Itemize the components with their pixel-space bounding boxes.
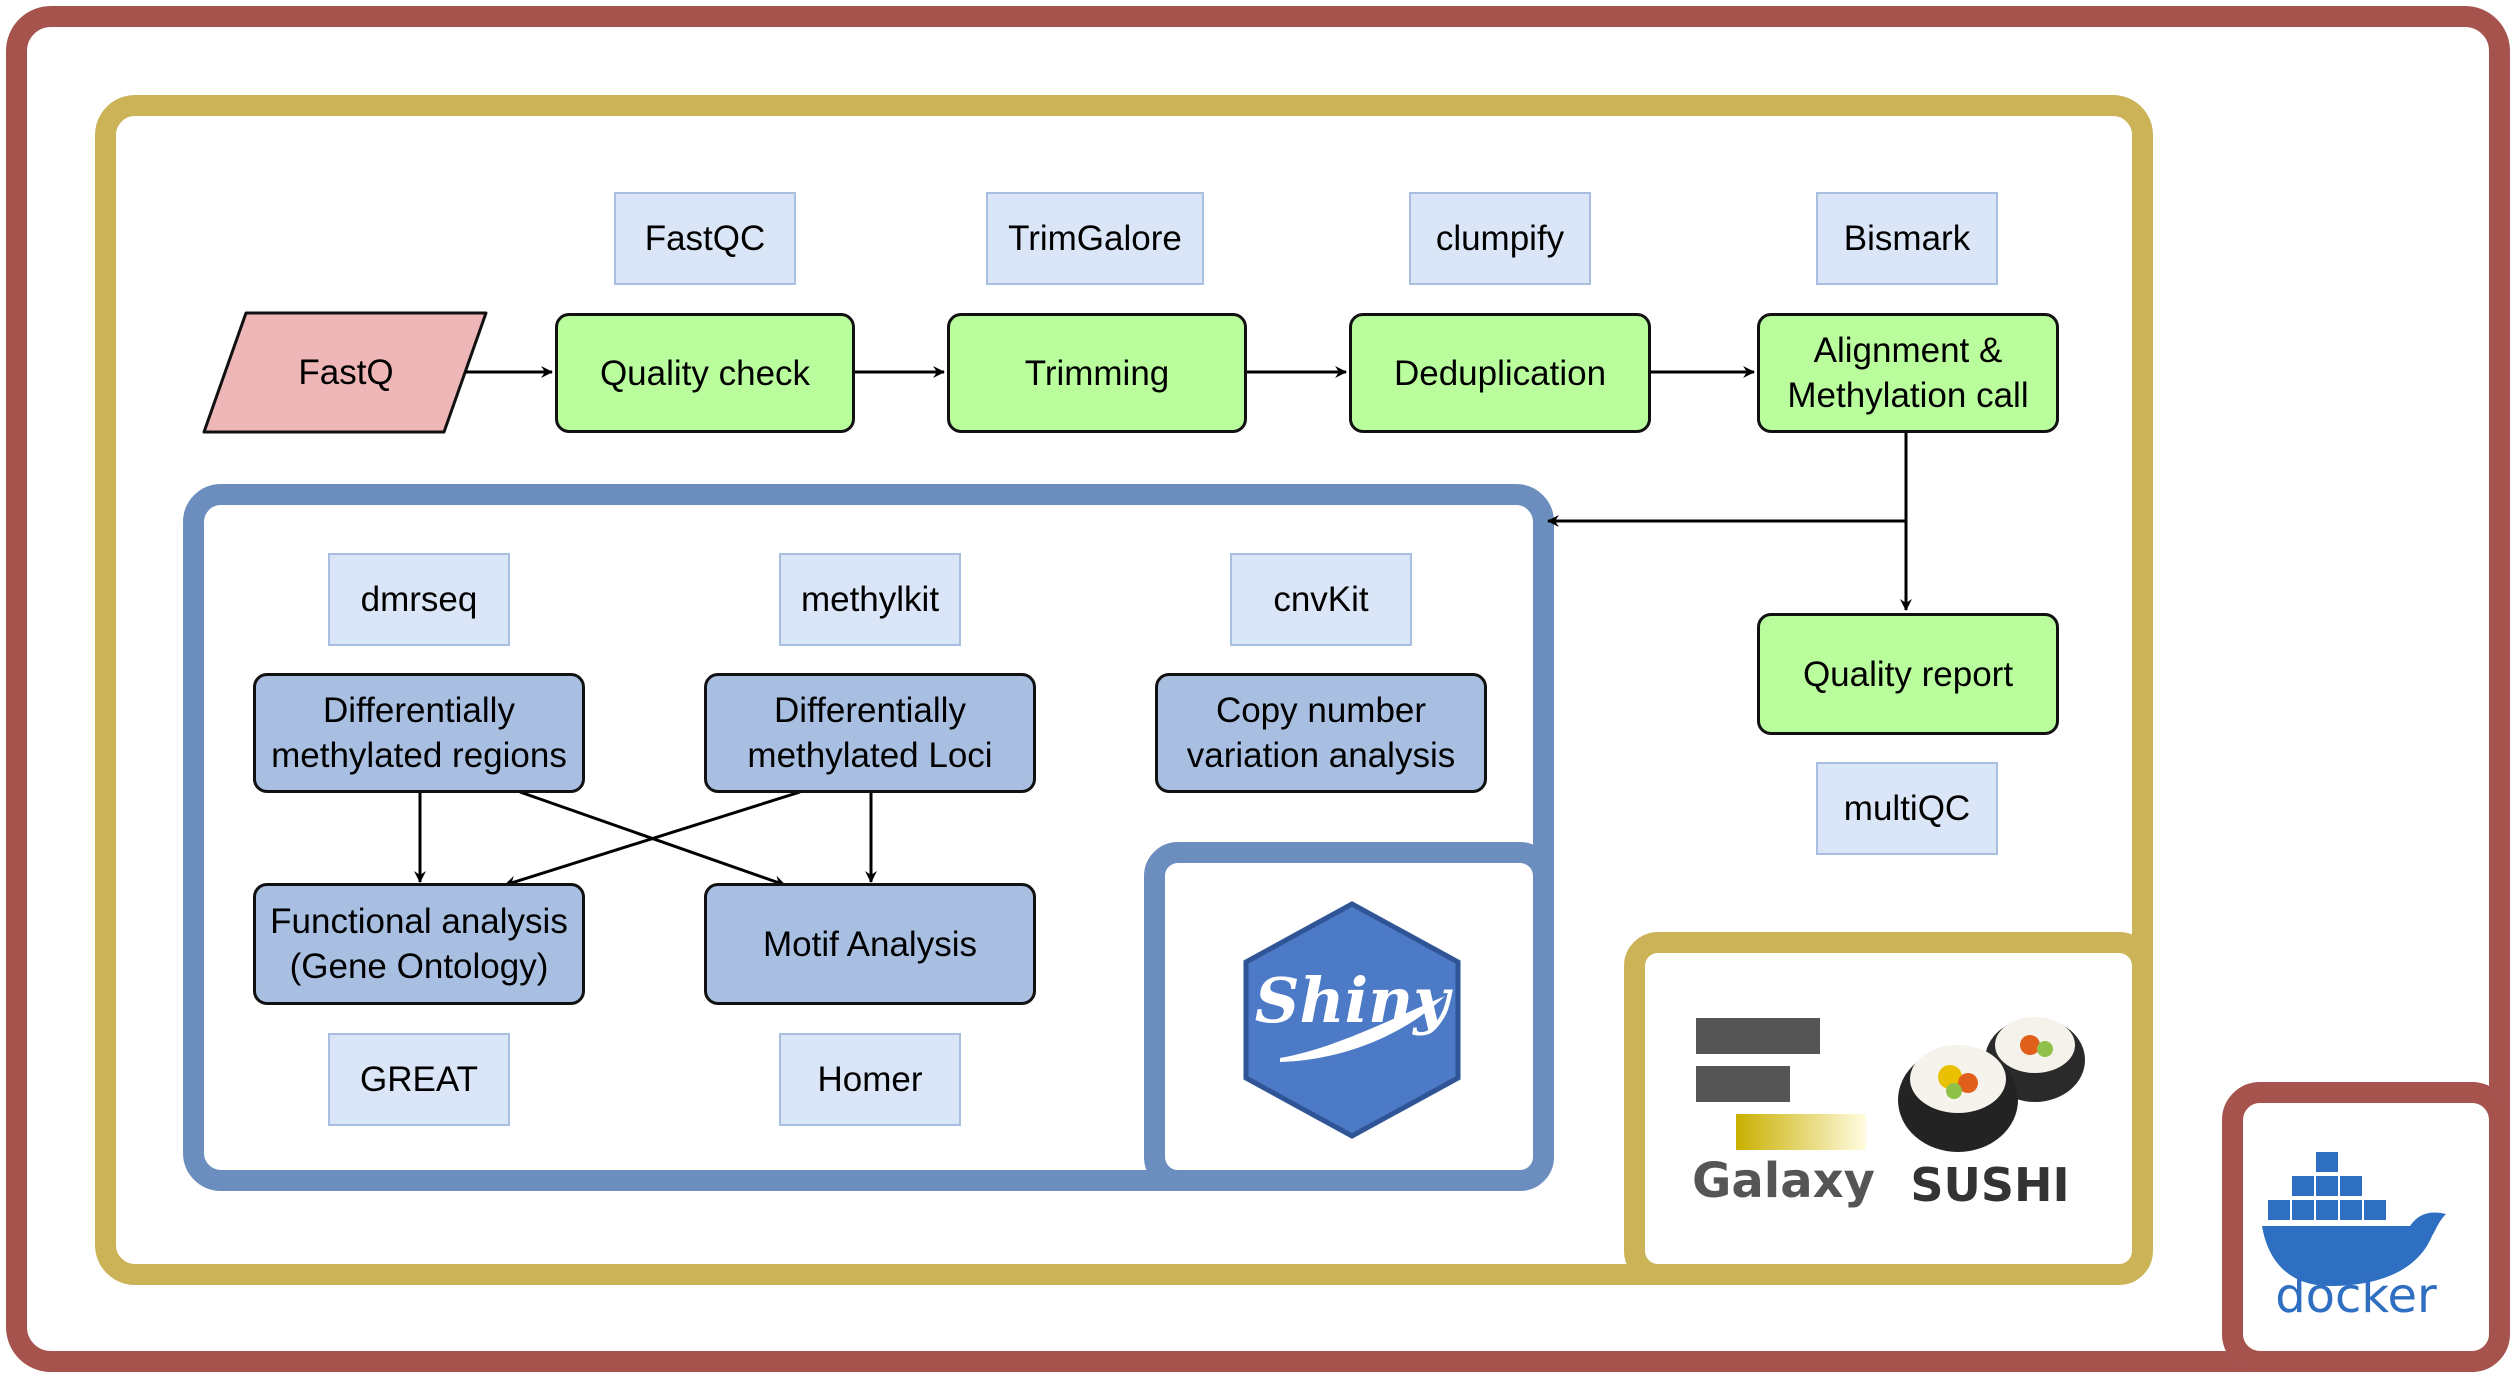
quality-check-node: Quality check (555, 313, 855, 433)
trimming-node: Trimming (947, 313, 1247, 433)
deduplication-node: Deduplication (1349, 313, 1651, 433)
galaxy-logo-text: Galaxy (1692, 1153, 1875, 1209)
cnv-node: Copy number variation analysis (1155, 673, 1487, 793)
platform-frame (1624, 932, 2153, 1285)
fastq-input-shape (202, 311, 488, 434)
galaxy-bar-2 (1696, 1066, 1790, 1102)
multiqc-tool-label: multiQC (1816, 762, 1998, 855)
galaxy-bar-3 (1736, 1114, 1866, 1150)
bismark-tool-label: Bismark (1816, 192, 1998, 285)
docker-logo-text: docker (2275, 1268, 2437, 1320)
methylkit-tool-label: methylkit (779, 553, 961, 646)
homer-tool-label: Homer (779, 1033, 961, 1126)
sushi-logo-text: SUSHI (1910, 1158, 2069, 1212)
sushi-logo: SUSHI (1898, 1017, 2085, 1212)
functional-analysis-node: Functional analysis (Gene Ontology) (253, 883, 585, 1005)
great-tool-label: GREAT (328, 1033, 510, 1126)
galaxy-bar-1 (1696, 1018, 1820, 1054)
cnvkit-tool-label: cnvKit (1230, 553, 1412, 646)
dmr-node: Differentially methylated regions (253, 673, 585, 793)
edge-dml-to-functional (504, 790, 801, 888)
trimgalore-tool-label: TrimGalore (986, 192, 1204, 285)
alignment-methylation-node: Alignment & Methylation call (1757, 313, 2059, 433)
clumpify-tool-label: clumpify (1409, 192, 1591, 285)
dmrseq-tool-label: dmrseq (328, 553, 510, 646)
shiny-logo-text: Shiny (1255, 964, 1453, 1037)
motif-analysis-node: Motif Analysis (704, 883, 1036, 1005)
dml-node: Differentially methylated Loci (704, 673, 1036, 793)
fastq-input-label: FastQ (298, 353, 394, 392)
docker-logo: docker (2262, 1152, 2446, 1320)
quality-report-node: Quality report (1757, 613, 2059, 735)
galaxy-logo: Galaxy (1692, 1018, 1875, 1209)
fastqc-tool-label: FastQC (614, 192, 796, 285)
shiny-logo: Shiny (1243, 901, 1461, 1139)
